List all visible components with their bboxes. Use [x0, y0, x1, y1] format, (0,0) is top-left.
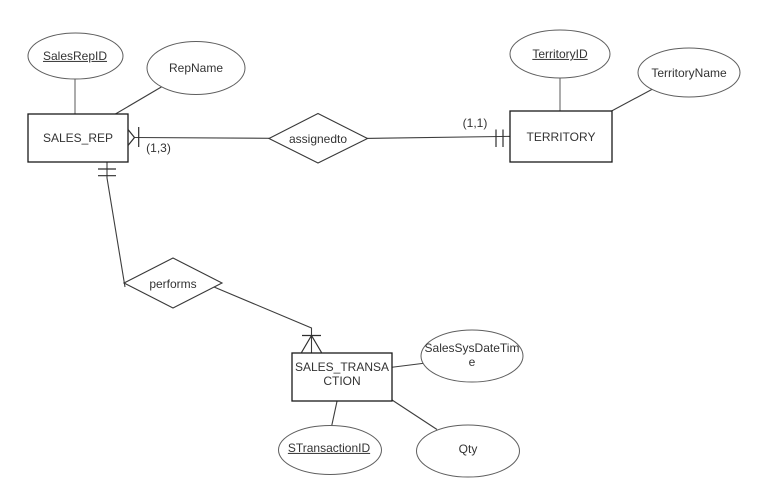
relationship-performs-label: performs: [149, 276, 197, 291]
connector-salestransaction-stransactionid: [330, 398, 339, 430]
entity-territory-shape: [509, 110, 613, 163]
attribute-rep-name-label: RepName: [168, 60, 224, 75]
connector-salesrep-performs: [106, 160, 126, 288]
connector-salestransaction-qty: [388, 397, 438, 430]
entity-sales-transaction-shape: [291, 352, 393, 402]
crowsfoot-prong-icon: [300, 335, 313, 353]
attribute-qty-label: Qty: [458, 441, 478, 456]
cardinality-markers: [98, 127, 504, 353]
attribute-rep-name-shape: [146, 41, 246, 95]
entity-sales-rep-shape: [27, 113, 129, 163]
cardinality-label-1-3: (1,3): [146, 140, 171, 155]
entity-sales-transaction-label: SALES_TRANSACTION: [294, 359, 390, 388]
attribute-territory-name-label: TerritoryName: [651, 65, 727, 80]
connector-performs-salestransaction: [213, 286, 313, 356]
attribute-sales-sys-date-time-shape: [420, 329, 524, 383]
relationship-assignedto-shape: [267, 112, 369, 164]
attribute-sales-rep-id-label: SalesRepID: [42, 48, 108, 63]
attribute-s-transaction-id-label: STransactionID: [287, 440, 371, 455]
attribute-sales-sys-date-time-label: SalesSysDateTime: [424, 340, 520, 369]
relationship-performs-shape: [122, 257, 224, 309]
diagram-shapes: [27, 29, 741, 478]
crowsfoot-prong-icon: [310, 335, 323, 353]
attribute-qty-shape: [416, 424, 520, 478]
attribute-s-transaction-id-shape: [278, 425, 382, 475]
attribute-territory-id-label: TerritoryID: [532, 46, 588, 61]
entity-territory-label: TERRITORY: [526, 129, 596, 144]
connector-assignedto-territory: [339, 135, 516, 140]
attribute-sales-rep-id-shape: [27, 32, 124, 80]
crowsfoot-prong-icon: [127, 129, 135, 138]
entity-sales-rep-label: SALES_REP: [42, 130, 114, 145]
attribute-territory-id-shape: [509, 29, 611, 79]
cardinality-label-1-1: (1,1): [462, 115, 488, 130]
relationship-assignedto-label: assignedto: [288, 131, 348, 146]
crowsfoot-prong-icon: [127, 137, 135, 146]
attribute-territory-name-shape: [637, 47, 741, 98]
